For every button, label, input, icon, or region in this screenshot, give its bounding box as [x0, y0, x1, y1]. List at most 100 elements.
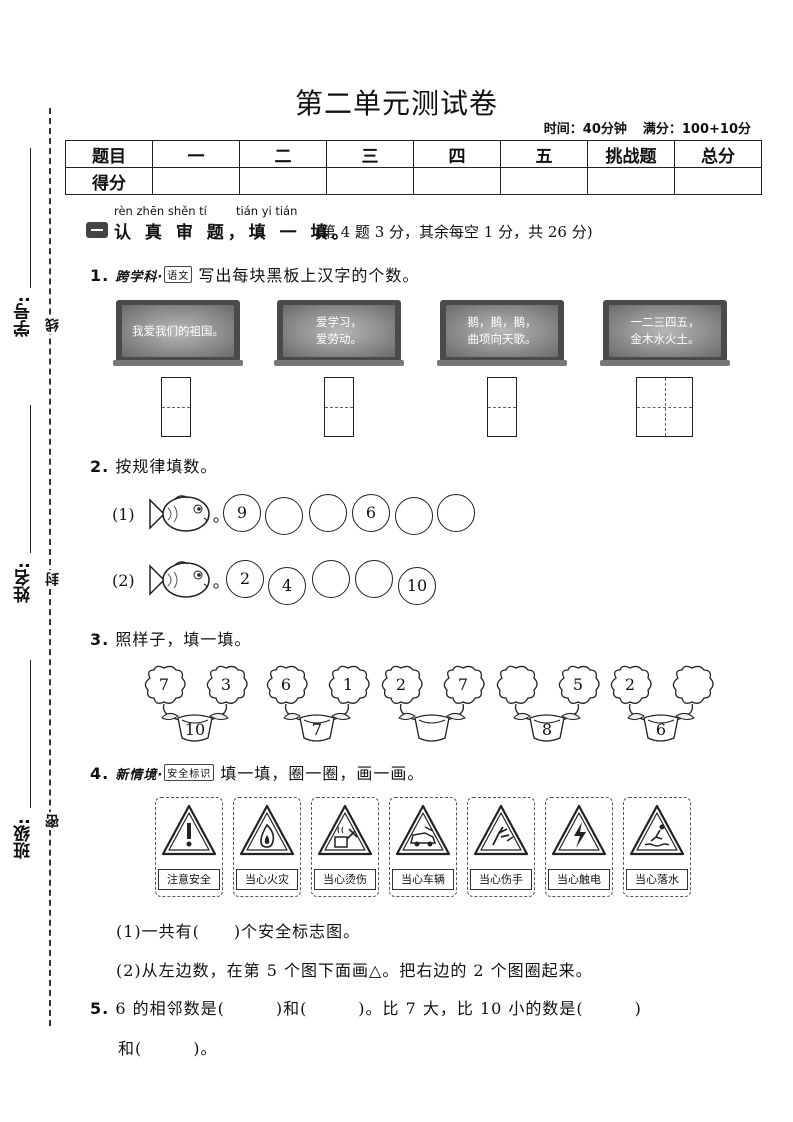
- sequence-circle-blank[interactable]: [395, 497, 433, 535]
- student-id-label: 学号:: [14, 296, 34, 337]
- tag-sub: 安全标识: [164, 764, 215, 781]
- name-label: 姓名:: [14, 562, 34, 603]
- score-input-cell[interactable]: [239, 167, 327, 195]
- chalkboard-line: 曲项向天歌。: [467, 332, 537, 346]
- sequence-circle-blank[interactable]: [437, 494, 475, 532]
- sequence-circle-blank[interactable]: [355, 560, 393, 598]
- score-header-cell: 二: [239, 140, 327, 168]
- safety-sign-card[interactable]: 当心伤手: [467, 797, 535, 897]
- safety-sign-caption: 当心火灾: [236, 869, 298, 890]
- question-text: 6 的相邻数是( )和( )。比 7 大，比 10 小的数是( ): [115, 999, 642, 1018]
- section-note: (第 4 题 3 分，其余每空 1 分，共 26 分): [315, 223, 593, 241]
- fish-icon: [149, 495, 219, 532]
- score-input-cell[interactable]: [674, 167, 762, 195]
- cut-mark-line: 线: [43, 316, 63, 334]
- exclamation-icon: [161, 804, 217, 856]
- question-3: 3. 照样子，填一填。: [90, 626, 251, 650]
- sequence-circle: 10: [398, 567, 436, 605]
- sequence-circle-blank[interactable]: [309, 494, 347, 532]
- safety-sign-card[interactable]: 注意安全: [155, 797, 223, 897]
- chalkboard-ledge: [600, 360, 730, 366]
- question-number: 4.: [90, 764, 110, 783]
- score-row-label: 得分: [65, 167, 153, 195]
- score-header-cell: 题目: [65, 140, 153, 168]
- sequence-circle: 6: [352, 494, 390, 532]
- name-blank: [30, 405, 31, 553]
- score-input-cell[interactable]: [587, 167, 675, 195]
- cut-mark-seal: 封: [43, 570, 63, 588]
- question-number: 1.: [90, 266, 110, 285]
- plant-right-number: 5: [572, 675, 584, 694]
- plant-left-number: 7: [158, 675, 170, 694]
- plant-pot-number: 7: [311, 720, 323, 739]
- exam-meta: 时间：40分钟满分：100+10分: [528, 118, 751, 137]
- score-input-cell[interactable]: [152, 167, 240, 195]
- fish-icon: [149, 561, 219, 598]
- safety-sign-caption: 当心落水: [626, 869, 688, 890]
- sequence-circle: 9: [223, 494, 261, 532]
- plant-left-number: 2: [624, 675, 636, 694]
- chalkboard-ledge: [437, 360, 567, 366]
- score-table: 题目 一 二 三 四 五 挑战题 总分 得分: [65, 140, 762, 195]
- plant-pot-number: 8: [541, 720, 553, 739]
- safety-sign-caption: 当心烫伤: [314, 869, 376, 890]
- vehicle-icon: [395, 804, 451, 856]
- safety-sign-card[interactable]: 当心落水: [623, 797, 691, 897]
- answer-box-one-digit[interactable]: [324, 377, 354, 437]
- question-number: 5.: [90, 999, 110, 1018]
- section-pinyin: rèn zhēn shěn tí: [114, 204, 207, 218]
- answer-box-one-digit[interactable]: [161, 377, 191, 437]
- chalkboard-line: 一二三四五，: [630, 315, 700, 329]
- question-text: 写出每块黑板上汉字的个数。: [198, 266, 420, 285]
- sequence-label: (1): [112, 505, 135, 524]
- score-input-cell[interactable]: [413, 167, 501, 195]
- safety-sign-card[interactable]: 当心触电: [545, 797, 613, 897]
- safety-sign-caption: 当心伤手: [470, 869, 532, 890]
- chalkboard-line: 爱劳动。: [316, 332, 362, 346]
- plant-right-number: 3: [220, 675, 232, 694]
- section-one-badge: [86, 222, 108, 238]
- student-id-blank: [30, 148, 31, 288]
- scald-icon: [317, 804, 373, 856]
- chalkboard: 一二三四五，金木水火土。: [600, 300, 730, 368]
- question-number: 2.: [90, 457, 110, 476]
- binding-dashed-line: [49, 108, 51, 1026]
- sequence-label: (2): [112, 571, 135, 590]
- score-header-cell: 一: [152, 140, 240, 168]
- score-header-cell: 总分: [674, 140, 762, 168]
- safety-sign-card[interactable]: 当心烫伤: [311, 797, 379, 897]
- chalkboard-line: 鹅，鹅，鹅，: [467, 315, 537, 329]
- hand-injury-icon: [473, 804, 529, 856]
- cut-mark-secret: 密: [43, 812, 63, 830]
- plant-right-number: 1: [342, 675, 354, 694]
- plant-left-number: 6: [280, 675, 292, 694]
- chalkboard-text: 爱学习， 爱劳动。: [283, 305, 395, 357]
- answer-box-two-digit[interactable]: [636, 377, 693, 437]
- class-label: 班级:: [14, 818, 34, 859]
- question-text: 照样子，填一填。: [115, 630, 252, 649]
- sequence-circle-blank[interactable]: [265, 497, 303, 535]
- class-blank: [30, 660, 31, 808]
- chalkboard-ledge: [274, 360, 404, 366]
- score-input-cell[interactable]: [500, 167, 588, 195]
- plant-pot-number: 6: [655, 720, 667, 739]
- safety-sign-card[interactable]: 当心车辆: [389, 797, 457, 897]
- chalkboard-line: 爱学习，: [316, 315, 362, 329]
- drowning-icon: [629, 804, 685, 856]
- chalkboard-text: 鹅，鹅，鹅， 曲项向天歌。: [446, 305, 558, 357]
- safety-sign-card[interactable]: 当心火灾: [233, 797, 301, 897]
- sequence-circle-blank[interactable]: [312, 560, 350, 598]
- question-5-line-2: 和( )。: [118, 1039, 218, 1058]
- score-header-cell: 五: [500, 140, 588, 168]
- safety-sign-caption: 当心车辆: [392, 869, 454, 890]
- score-input-cell[interactable]: [326, 167, 414, 195]
- score-table-header-row: 题目 一 二 三 四 五 挑战题 总分: [65, 140, 762, 168]
- answer-box-one-digit[interactable]: [487, 377, 517, 437]
- score-table-score-row: 得分: [65, 167, 762, 195]
- question-2: 2. 按规律填数。: [90, 453, 217, 477]
- question-4-sub-1: (1)一共有( )个安全标志图。: [116, 922, 361, 941]
- question-text: 填一填，圈一圈，画一画。: [220, 764, 425, 783]
